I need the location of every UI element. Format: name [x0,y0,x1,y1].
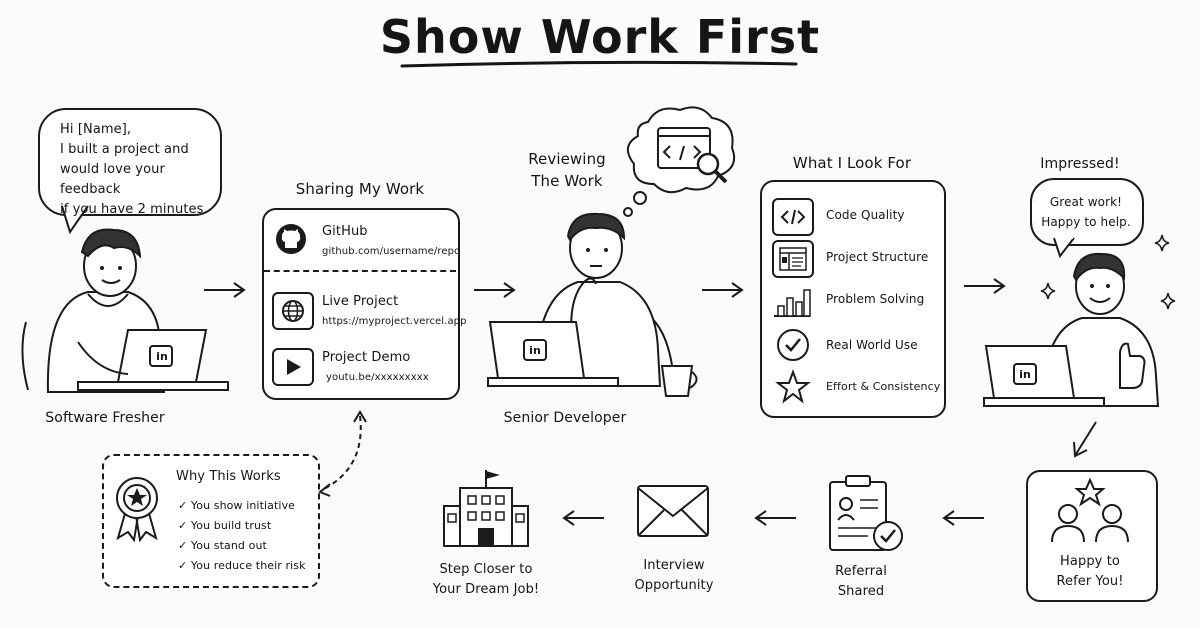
look-for-item-2: Project Structure [826,250,929,264]
sparkle-icon [1040,282,1056,300]
dashed-connector [318,410,367,497]
project-structure-icon-box [772,240,814,278]
arrow-left-icon [942,510,984,526]
live-project-label: Live Project [322,294,399,309]
page-title: Show Work First [379,10,821,64]
look-for-item-1: Code Quality [826,208,905,222]
reviewing-line-2: The Work [531,172,603,190]
why-item-4-label: You reduce their risk [190,559,306,572]
senior-label: Senior Developer [503,410,627,426]
senior-laptop-logo: in [529,344,541,357]
reviewing-line-1: Reviewing [528,150,606,168]
impressed-bubble [1030,178,1144,246]
live-project-link[interactable]: https://myproject.vercel.app [322,316,467,327]
arrow-left-icon [754,510,796,526]
check-icon: ✓ [178,519,191,532]
impressed-text: Great work! Happy to help. [1036,192,1136,232]
speech-bubble [38,108,222,216]
why-item-2: ✓ You build trust [178,516,306,536]
star-icon [775,369,811,404]
why-item-1-label: You show initiative [190,499,296,512]
globe-icon [282,300,304,322]
speech-bubble-tail [61,203,89,235]
why-item-2-label: You build trust [190,519,272,532]
why-item-4: ✓ You reduce their risk [178,556,306,576]
senior-developer-illustration [487,212,698,397]
live-project-item[interactable] [272,292,314,330]
sharing-heading: Sharing My Work [295,180,425,198]
interview-line-2: Opportunity [634,578,714,593]
dream-line-1: Step Closer to [439,562,533,577]
speech-line-4: if you have 2 minutes. [60,202,208,217]
impressed-heading: Impressed! [1040,156,1120,172]
arrow-right-icon [204,282,246,298]
title-underline [400,60,798,68]
arrow-left-icon [562,510,604,526]
people-icon [1051,477,1129,543]
refer-text: Happy to Refer You! [1026,552,1154,592]
why-item-3: ✓ You stand out [178,536,306,556]
arrow-right-icon [702,282,744,298]
project-demo-link[interactable]: youtu.be/xxxxxxxxx [326,372,429,383]
speech-line-3: would love your feedback [60,162,165,197]
clipboard-icon [829,475,903,551]
why-heading: Why This Works [176,469,281,484]
referral-line-1: Referral [835,564,887,579]
project-demo-item[interactable] [272,348,314,386]
why-item-1: ✓ You show initiative [178,496,306,516]
github-link[interactable]: github.com/username/repo [322,246,461,257]
check-icon: ✓ [178,499,191,512]
sparkle-icon [1160,292,1176,310]
thought-cloud [623,106,736,217]
dream-line-2: Your Dream Job! [432,582,540,597]
look-for-item-5: Effort & Consistency [826,380,941,393]
speech-line-1: Hi [Name], [60,122,132,137]
speech-line-2: I built a project and [60,142,189,157]
building-icon [443,470,529,547]
referral-line-2: Shared [837,584,885,599]
look-for-heading: What I Look For [792,154,912,172]
interview-line-1: Interview [643,558,705,573]
project-demo-label: Project Demo [322,350,411,365]
arrow-right-icon [964,278,1006,294]
look-for-item-4: Real World Use [826,338,918,352]
bar-chart-icon [774,289,811,317]
referral-text: Referral Shared [816,562,906,602]
fresher-laptop-logo: in [156,350,168,363]
check-icon: ✓ [178,539,191,552]
look-for-item-3: Problem Solving [826,292,925,306]
fresher-label: Software Fresher [45,410,165,426]
check-icon: ✓ [178,559,191,572]
layout-icon [779,247,807,271]
award-ribbon-icon [116,477,158,543]
fresher-illustration [21,228,229,393]
happy-developer-illustration [983,252,1160,407]
impressed-bubble-tail [1053,235,1075,259]
arrow-right-icon [474,282,516,298]
reviewing-heading: Reviewing The Work [522,148,612,192]
impressed-line-1: Great work! [1049,195,1123,209]
arrow-down-left-icon [1073,421,1097,458]
check-circle-icon [777,329,809,361]
interview-text: Interview Opportunity [622,556,726,596]
sharing-divider [264,270,456,272]
sparkle-icon [1154,234,1170,252]
why-list: ✓ You show initiative ✓ You build trust … [178,496,306,576]
why-item-3-label: You stand out [190,539,267,552]
happy-laptop-logo: in [1019,368,1031,381]
code-quality-icon-box [772,198,814,236]
github-label: GitHub [322,224,368,239]
impressed-line-2: Happy to help. [1041,215,1131,229]
code-icon [780,209,806,225]
github-item[interactable] [274,222,308,260]
envelope-icon [637,485,709,537]
play-icon [287,359,301,375]
refer-line-1: Happy to [1060,554,1120,569]
dream-text: Step Closer to Your Dream Job! [420,560,552,600]
speech-text: Hi [Name], I built a project and would l… [60,120,210,220]
github-icon [276,224,306,254]
refer-line-2: Refer You! [1056,574,1124,589]
